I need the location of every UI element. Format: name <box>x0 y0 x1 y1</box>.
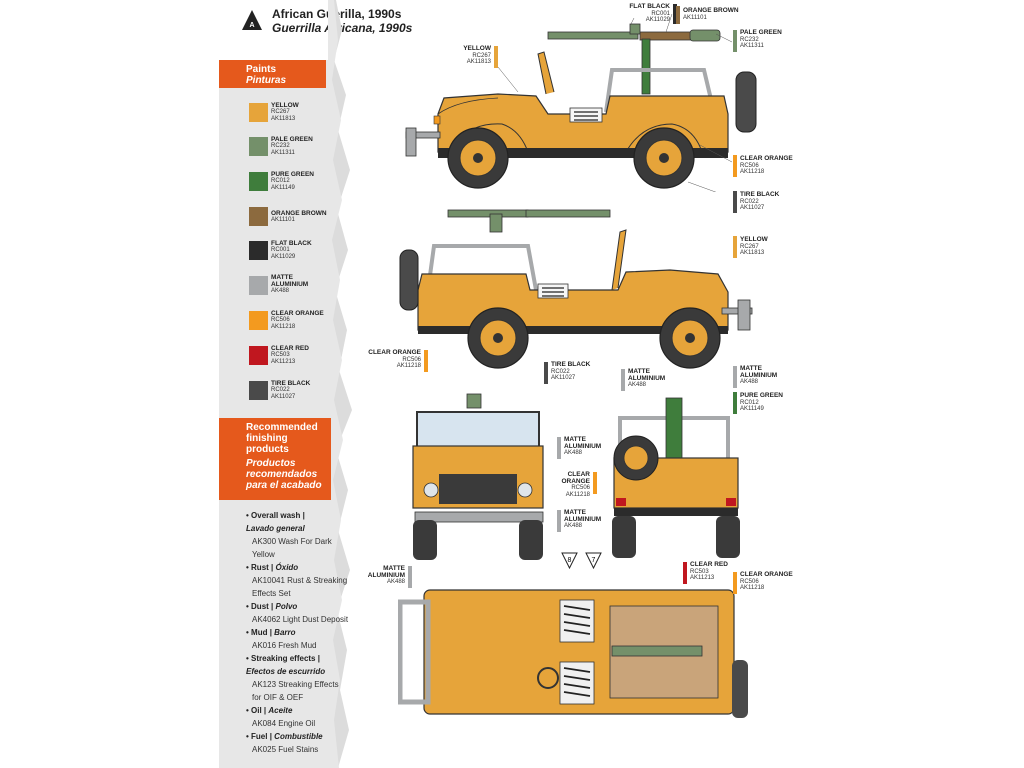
swatch-pure-green <box>249 172 268 191</box>
swatch-tire-black <box>249 381 268 400</box>
swatch-flat-black <box>249 241 268 260</box>
torn-edge <box>328 0 352 768</box>
chip-pale-green <box>733 30 737 52</box>
chip-clear-orange-1 <box>733 155 737 177</box>
swatch-pale-green <box>249 137 268 156</box>
paints-header-es: Pinturas <box>246 75 287 86</box>
side-view-right <box>399 209 753 369</box>
top-view <box>398 589 748 718</box>
page-subtitle: Guerrilla Africana, 1990s <box>272 21 413 35</box>
badge-letter: A <box>249 22 254 29</box>
chip-clear-orange-4 <box>733 572 737 594</box>
finishing-header: Recommended finishing products Productos… <box>219 418 331 500</box>
rear-view <box>612 397 740 558</box>
chip-orange-brown <box>676 6 680 24</box>
chip-yellow-1 <box>494 46 498 68</box>
chip-clear-orange-2 <box>424 350 428 372</box>
finishing-list: • Overall wash | Lavado general AK300 Wa… <box>246 511 349 754</box>
chip-pure-green <box>733 392 737 414</box>
swatch-matte-aluminium <box>249 276 268 295</box>
front-view <box>412 393 544 560</box>
chip-matte-aluminium-1 <box>621 369 625 391</box>
paints-header: Paints Pinturas <box>219 60 326 88</box>
chip-matte-aluminium-5 <box>408 566 412 588</box>
chip-matte-aluminium-2 <box>733 366 737 388</box>
paints-header-en: Paints <box>246 64 277 75</box>
chip-clear-orange-3 <box>593 472 597 494</box>
decal-marker-7: 7 <box>592 557 596 564</box>
title-badge: A <box>242 10 262 30</box>
chip-matte-aluminium-3 <box>557 437 561 459</box>
decal-markers: 8 7 <box>561 552 602 570</box>
swatch-orange-brown <box>249 207 268 226</box>
swatch-yellow <box>249 103 268 122</box>
chip-flat-black <box>673 4 677 24</box>
swatch-clear-red <box>249 346 268 365</box>
chip-matte-aluminium-4 <box>557 510 561 532</box>
paint-column <box>219 60 331 768</box>
chip-tire-black-2 <box>544 362 548 384</box>
chip-clear-red <box>683 562 687 584</box>
side-view-left <box>405 13 757 192</box>
chip-yellow-2 <box>733 236 737 258</box>
decal-marker-8: 8 <box>568 557 572 564</box>
swatch-clear-orange <box>249 311 268 330</box>
chip-tire-black-1 <box>733 191 737 213</box>
